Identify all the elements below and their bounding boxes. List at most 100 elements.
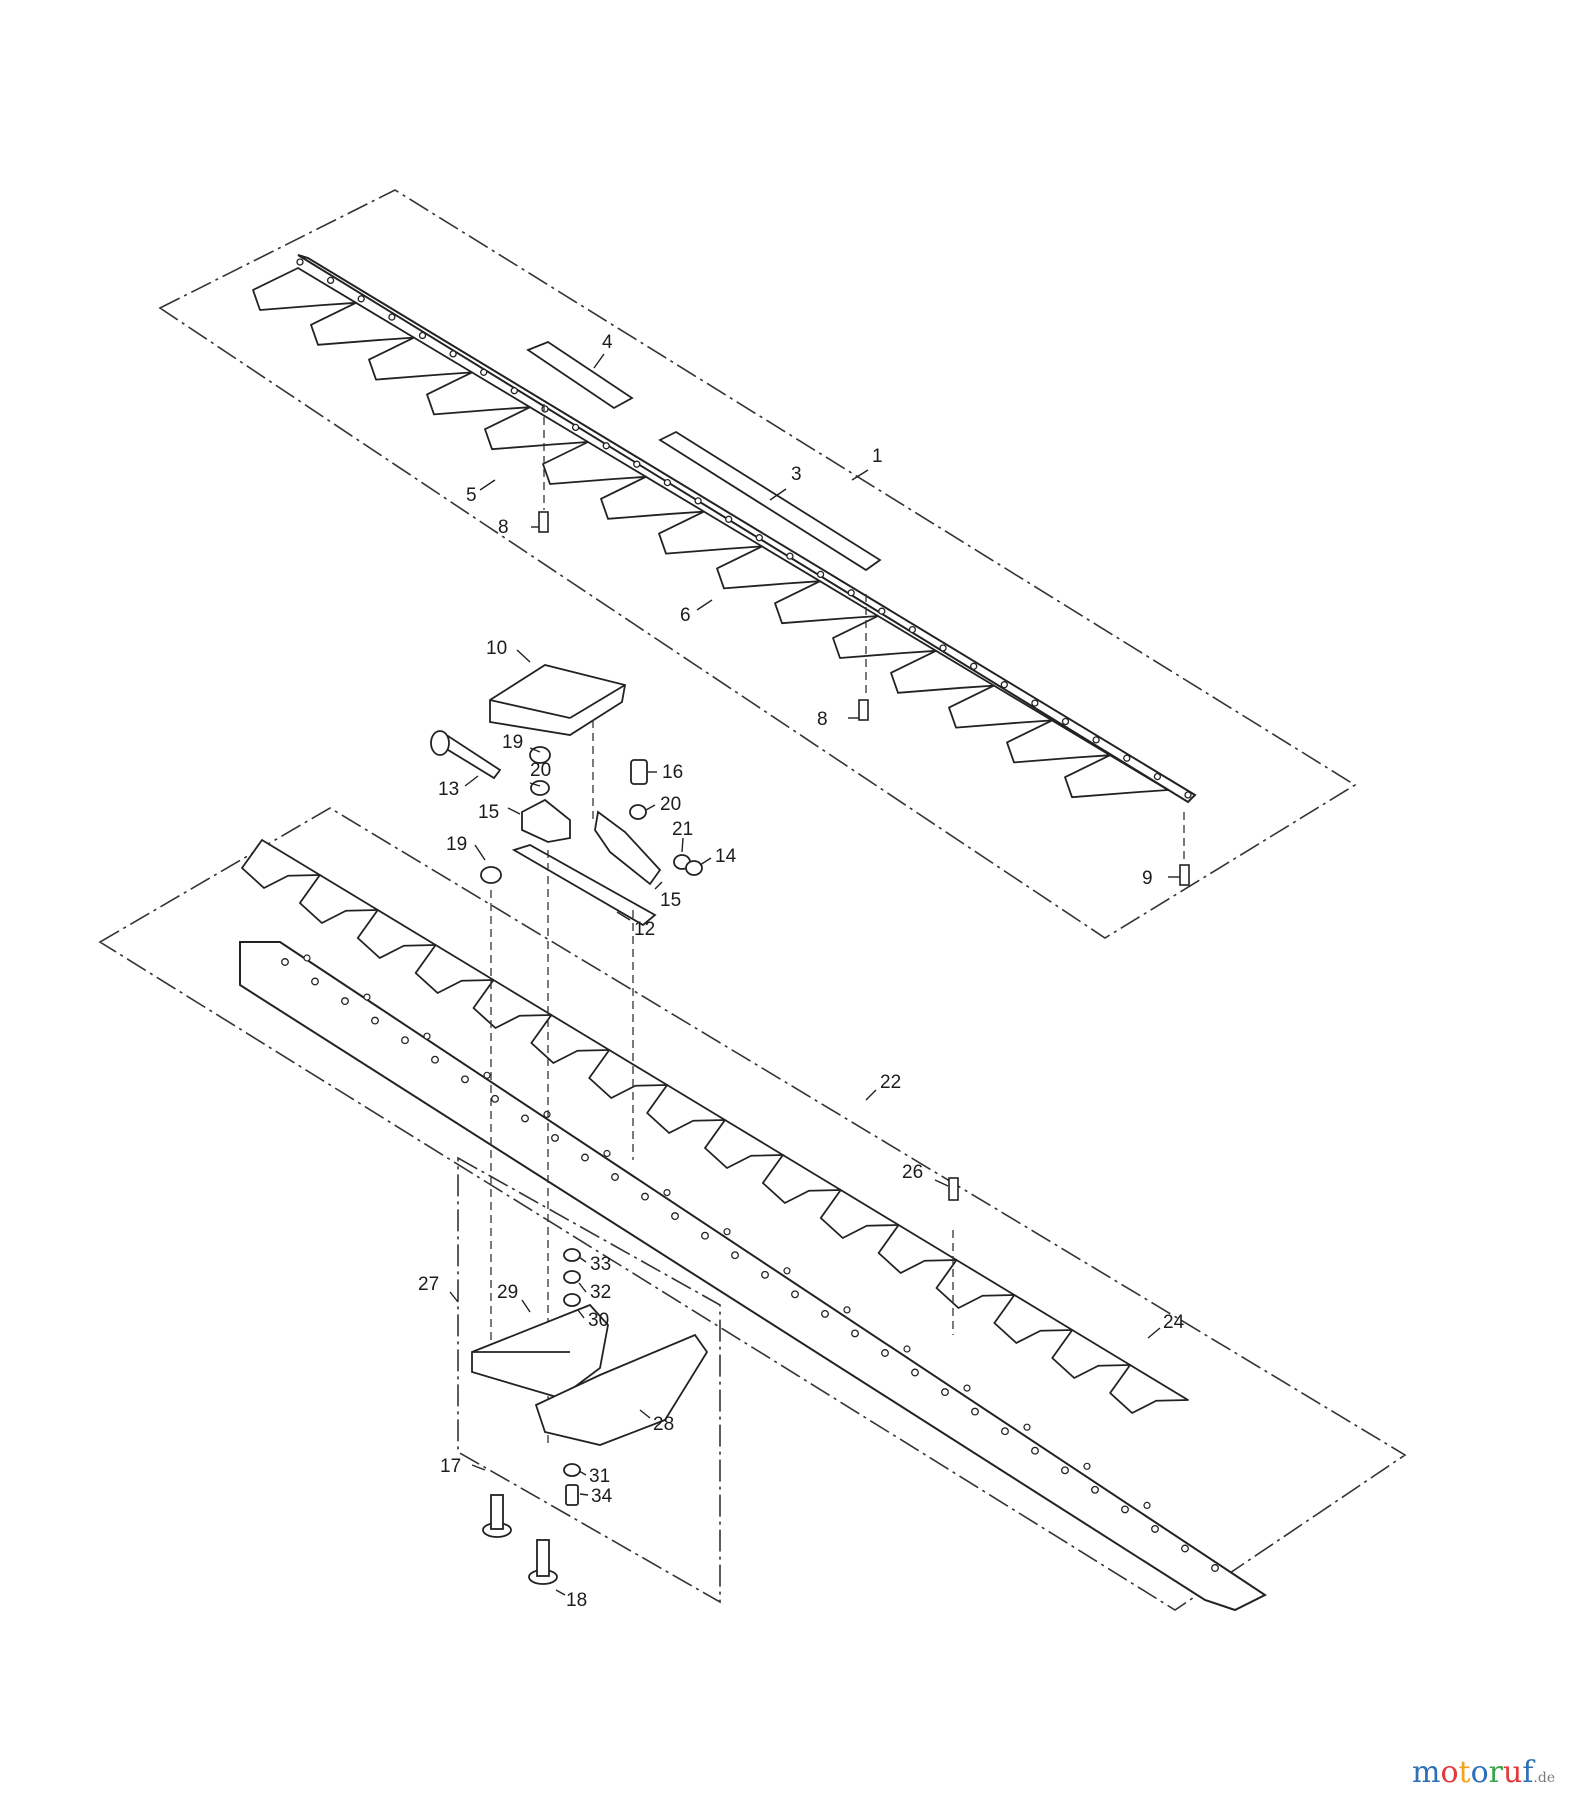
bar-hole (1211, 1564, 1219, 1572)
bar-hole (1143, 1501, 1151, 1510)
callout-21: 21 (672, 819, 693, 840)
callout-14: 14 (715, 846, 737, 867)
callout-1: 1 (872, 446, 883, 467)
callout-6: 6 (680, 605, 691, 626)
rivet-hole (449, 350, 457, 358)
shoe-part-28 (534, 1333, 709, 1446)
rivet-hole (694, 497, 702, 505)
bar-hole (371, 1016, 379, 1025)
bar-hole (671, 1212, 679, 1221)
rivet-hole (1184, 791, 1192, 799)
callout-labels: 1 3 4 5 6 8 8 9 10 12 13 14 15 15 16 17 … (418, 332, 1185, 1611)
guard-section (819, 1189, 900, 1239)
guard-section (704, 1119, 784, 1169)
callout-20a: 20 (530, 760, 551, 781)
rivet-hole (816, 570, 825, 579)
bar-hole (431, 1055, 439, 1064)
bar-hole (303, 954, 311, 962)
callout-15a: 15 (478, 802, 499, 823)
bar-hole (903, 1345, 911, 1353)
bar-hole (281, 958, 289, 966)
bar-hole (483, 1071, 491, 1079)
knife-section (426, 371, 531, 416)
bar-hole (401, 1036, 409, 1045)
callout-33: 33 (590, 1254, 611, 1275)
knife-section (948, 684, 1053, 729)
knife-section (658, 510, 763, 555)
knife-back-bar (297, 254, 1197, 804)
bar-hole (341, 997, 349, 1006)
rivet-hole (847, 589, 855, 597)
bar-hole (491, 1094, 499, 1103)
bar-hole (881, 1349, 889, 1357)
svg-text:motoruf.de: motoruf.de (1412, 1755, 1555, 1790)
callout-16: 16 (662, 762, 683, 783)
bar-hole (363, 993, 371, 1001)
knife-section (1064, 754, 1169, 799)
guard-section (414, 944, 495, 994)
callout-3: 3 (791, 464, 802, 485)
rivet-hole (541, 405, 549, 413)
bar-hole (551, 1133, 559, 1142)
guard-section (935, 1259, 1016, 1309)
guard-section (588, 1049, 669, 1099)
guard-section (241, 839, 321, 889)
knife-section (832, 615, 937, 659)
knife-section (484, 406, 589, 451)
bar-hole (1001, 1427, 1009, 1436)
guard-section (472, 979, 553, 1029)
cutter-bar-part-22 (239, 941, 1267, 1612)
knife-section (542, 441, 647, 485)
guard-section (1051, 1329, 1132, 1379)
bar-hole (1083, 1462, 1091, 1470)
guard-section (356, 909, 437, 959)
bar-hole (521, 1114, 529, 1123)
bar-hole (911, 1368, 919, 1377)
rivet-part-8 (538, 511, 869, 721)
rivet-hole (510, 387, 518, 395)
bar-hole (1121, 1505, 1129, 1514)
callout-34: 34 (591, 1486, 613, 1507)
wm-letter: m (1412, 1755, 1440, 1790)
callout-leaders (449, 353, 1180, 1596)
callout-10: 10 (486, 638, 507, 659)
bar-hole (701, 1231, 709, 1240)
bar-hole (423, 1032, 431, 1040)
rivet-hole (908, 625, 917, 634)
callout-31: 31 (589, 1466, 610, 1487)
rivet-hole (357, 295, 365, 303)
bar-hole (851, 1329, 859, 1338)
bar-hole (941, 1388, 949, 1397)
rivet-hole (970, 662, 978, 670)
callout-8a: 8 (498, 517, 509, 538)
bar-hole (821, 1309, 829, 1318)
knife-section (368, 336, 473, 381)
knife-clip-bar-part-3 (658, 430, 882, 572)
bar-hole (641, 1192, 649, 1201)
bar-hole (971, 1407, 979, 1416)
callout-12: 12 (634, 919, 655, 940)
bar-hole (843, 1306, 851, 1314)
rivet-part-9 (1179, 864, 1190, 886)
callout-8b: 8 (817, 709, 828, 730)
callout-19a: 19 (446, 834, 467, 855)
callout-30: 30 (588, 1310, 609, 1331)
rivet-hole (939, 644, 947, 652)
bar-hole (1061, 1466, 1069, 1475)
knife-section (252, 267, 357, 311)
guard-section (530, 1014, 611, 1064)
bar-hole (731, 1251, 739, 1260)
inner-shoe-parts (471, 1248, 709, 1585)
bar-hole (761, 1270, 769, 1279)
callout-26: 26 (902, 1162, 923, 1183)
knife-bar-rivet-holes (296, 258, 1192, 799)
bar-hole (723, 1228, 731, 1236)
wm-letter: o (1440, 1755, 1458, 1790)
bar-hole (543, 1110, 551, 1119)
knife-sections (252, 267, 1169, 799)
rivet-hole (1092, 736, 1100, 744)
cutter-bar-holes (281, 954, 1219, 1572)
rivet-alignment-lines (543, 404, 1185, 862)
guard-section (993, 1294, 1074, 1344)
